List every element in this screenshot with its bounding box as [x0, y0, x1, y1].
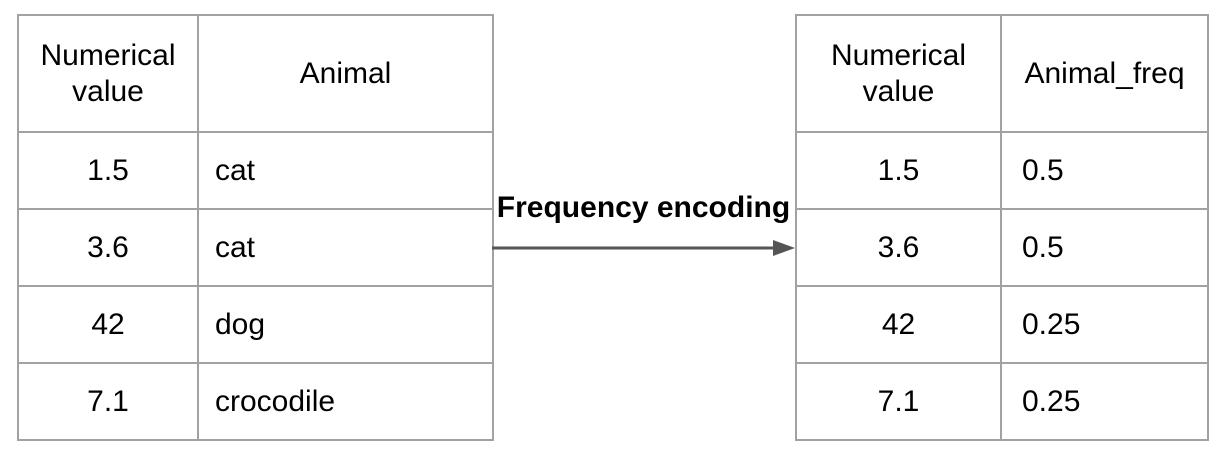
- animal-freq-cell: 0.25: [1000, 285, 1209, 364]
- numerical-value-cell: 42: [17, 285, 199, 364]
- table-header-row: Numerical value Animal: [17, 14, 494, 133]
- table-row: 42 0.25: [795, 285, 1209, 364]
- animal-freq-cell: 0.5: [1000, 131, 1209, 210]
- right-arrow-icon: [492, 240, 795, 256]
- numerical-value-cell: 3.6: [795, 208, 1002, 287]
- numerical-value-cell: 7.1: [795, 362, 1002, 441]
- table-row: 7.1 0.25: [795, 362, 1209, 441]
- numerical-value-cell: 1.5: [795, 131, 1002, 210]
- column-header-numerical-value: Numerical value: [795, 14, 1002, 133]
- column-header-animal-freq: Animal_freq: [1000, 14, 1209, 133]
- table-row: 3.6 cat: [17, 208, 494, 287]
- frequency-encoding-label: Frequency encoding: [496, 191, 791, 224]
- numerical-value-cell: 3.6: [17, 208, 199, 287]
- animal-freq-cell: 0.5: [1000, 208, 1209, 287]
- table-row: 42 dog: [17, 285, 494, 364]
- table-header-row: Numerical value Animal_freq: [795, 14, 1209, 133]
- table-row: 1.5 cat: [17, 131, 494, 210]
- column-header-animal: Animal: [197, 14, 494, 133]
- table-row: 7.1 crocodile: [17, 362, 494, 441]
- numerical-value-cell: 7.1: [17, 362, 199, 441]
- output-table: Numerical value Animal_freq 1.5 0.5 3.6 …: [795, 14, 1209, 441]
- animal-cell: crocodile: [197, 362, 494, 441]
- animal-freq-cell: 0.25: [1000, 362, 1209, 441]
- animal-cell: cat: [197, 208, 494, 287]
- animal-cell: dog: [197, 285, 494, 364]
- animal-cell: cat: [197, 131, 494, 210]
- numerical-value-cell: 1.5: [17, 131, 199, 210]
- table-row: 1.5 0.5: [795, 131, 1209, 210]
- numerical-value-cell: 42: [795, 285, 1002, 364]
- table-row: 3.6 0.5: [795, 208, 1209, 287]
- column-header-numerical-value: Numerical value: [17, 14, 199, 133]
- input-table: Numerical value Animal 1.5 cat 3.6 cat 4…: [17, 14, 494, 441]
